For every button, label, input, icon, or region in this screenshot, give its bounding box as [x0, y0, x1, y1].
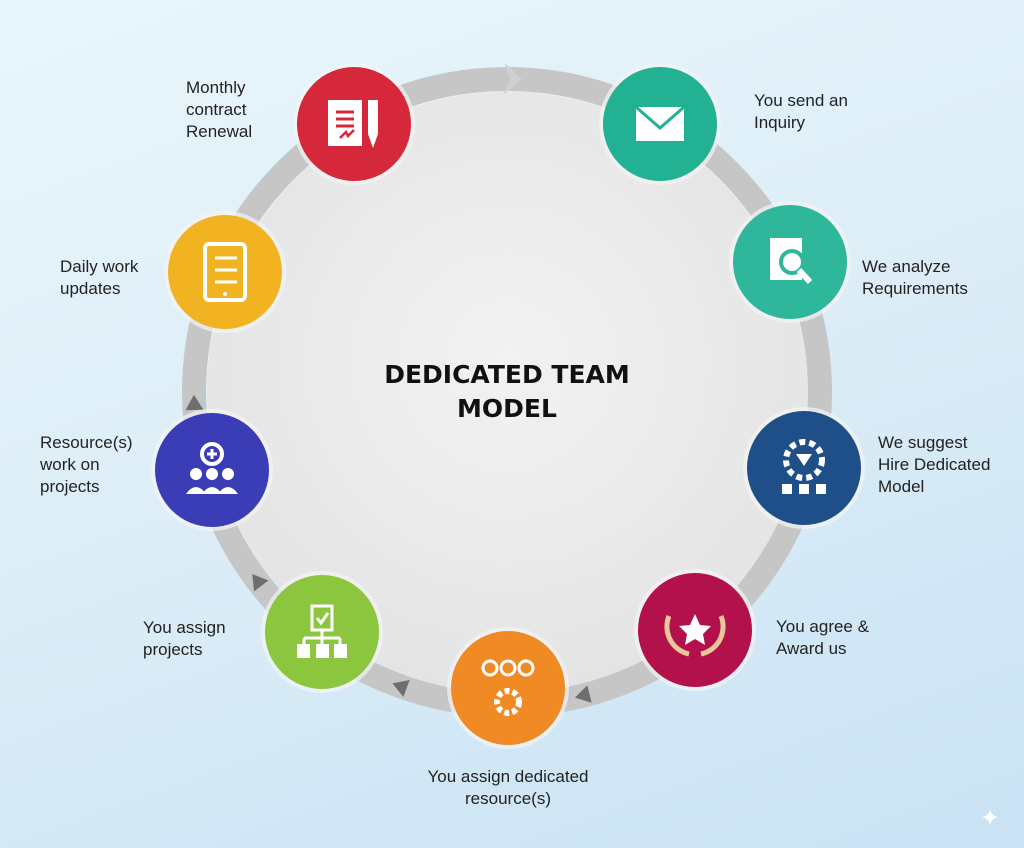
label-line: We analyze [862, 257, 951, 276]
document-search-icon [770, 238, 813, 285]
label-line: contract [186, 100, 247, 119]
label-line: Award us [776, 639, 847, 658]
label-line: Inquiry [754, 113, 806, 132]
label-line: We suggest [878, 433, 968, 452]
clipboard-tree-icon [297, 604, 347, 658]
diagram-title: DEDICATED TEAM MODEL [357, 358, 657, 426]
contract-pen-icon [328, 100, 378, 148]
step-label-1: You send an Inquiry [754, 90, 848, 134]
arrow-icon [185, 394, 204, 411]
label-line: You agree & [776, 617, 869, 636]
step-node-9 [293, 63, 415, 185]
step-node-5 [447, 627, 569, 749]
team-plus-icon [186, 442, 238, 494]
label-line: Hire Dedicated [878, 455, 991, 474]
arrow-icon [574, 685, 592, 703]
step-label-6: You assign projects [143, 617, 226, 661]
label-line: Resource(s) [40, 433, 133, 452]
label-line: work on [40, 455, 100, 474]
label-line: Requirements [862, 279, 968, 298]
label-line: You assign dedicated [427, 767, 589, 786]
step-node-7 [151, 409, 273, 531]
step-node-3 [743, 407, 865, 529]
step-node-1 [599, 63, 721, 185]
title-line-2: MODEL [457, 394, 557, 423]
step-label-5: You assign dedicated resource(s) [398, 766, 618, 810]
step-label-7: Resource(s) work on projects [40, 432, 133, 498]
hierarchy-gear-icon [782, 439, 826, 494]
label-line: You assign [143, 618, 226, 637]
label-line: resource(s) [465, 789, 551, 808]
team-gear-icon [481, 659, 535, 716]
arrow-icon [503, 62, 522, 95]
title-line-1: DEDICATED TEAM [384, 360, 630, 389]
step-node-4 [634, 569, 756, 691]
step-label-4: You agree & Award us [776, 616, 869, 660]
label-line: Renewal [186, 122, 253, 141]
star-laurel-icon [664, 614, 726, 657]
envelope-icon [635, 105, 685, 141]
label-line: projects [40, 477, 100, 496]
step-node-6 [261, 571, 383, 693]
label-line: Daily work [60, 257, 139, 276]
arrow-icon [252, 573, 269, 592]
center-disc [207, 92, 807, 692]
label-line: You send an [754, 91, 848, 110]
step-label-8: Daily work updates [60, 256, 138, 300]
sparkle-icon: ✦ [980, 805, 1001, 832]
label-line: Monthly [186, 78, 246, 97]
label-line: updates [60, 279, 121, 298]
label-line: Model [878, 477, 925, 496]
arrow-icon [392, 680, 410, 697]
step-node-8 [164, 211, 286, 333]
tablet-checklist-icon [203, 242, 247, 302]
label-line: projects [143, 640, 203, 659]
step-node-2 [729, 201, 851, 323]
